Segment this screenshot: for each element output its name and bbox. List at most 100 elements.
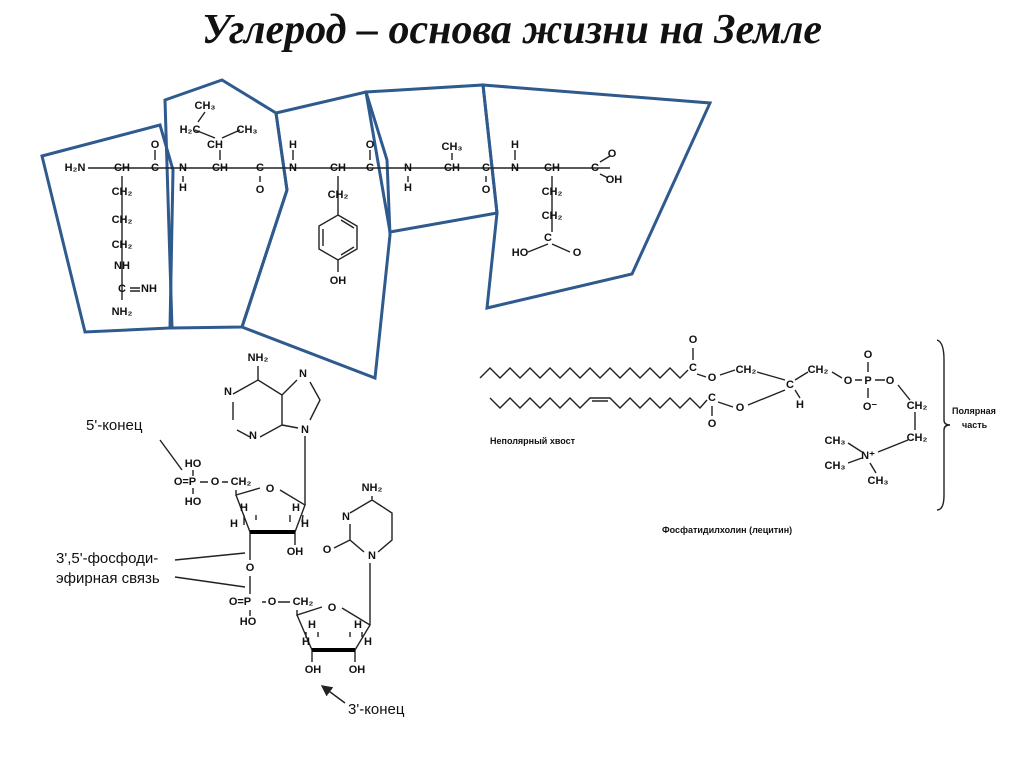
atom-label: O (268, 596, 277, 608)
atom-label: C (689, 362, 697, 374)
atom-label: H (302, 636, 310, 648)
peptide-frames (40, 78, 713, 381)
three-prime-end-label: 3'-конец (348, 701, 405, 718)
atom-label: C (708, 392, 716, 404)
atom-label: O (328, 602, 337, 614)
atom-label: O (573, 247, 582, 259)
atom-label: O (482, 184, 491, 196)
atom-label: CH₂ (328, 189, 349, 201)
atom-label: O (608, 148, 617, 160)
atom-label: H (179, 182, 187, 194)
atom-label: HO (185, 496, 202, 508)
atom-label: C (151, 162, 159, 174)
atom-label: CH₂ (112, 214, 133, 226)
atom-label: N (299, 368, 307, 380)
atom-label: CH (444, 162, 460, 174)
atom-label: CH₃ (868, 475, 889, 487)
atom-label: CH (544, 162, 560, 174)
atom-label: O (211, 476, 220, 488)
atom-label: H (230, 518, 238, 530)
polar-part-label-1: Полярная (952, 406, 996, 416)
lecithin-name-label: Фосфатидилхолин (лецитин) (662, 525, 792, 535)
atom-label: H₂N (65, 162, 86, 174)
atom-label: O (844, 375, 853, 387)
phosphodiester-label-1: 3',5'-фосфоди- (56, 550, 158, 567)
atom-label: N (249, 430, 257, 442)
atom-label: H (289, 139, 297, 151)
atom-label: N (511, 162, 519, 174)
atom-label: O (886, 375, 895, 387)
atom-label: N (404, 162, 412, 174)
atom-label: CH₃ (195, 100, 216, 112)
atom-label: C (366, 162, 374, 174)
residue-frame-arg (40, 123, 175, 334)
atom-label: CH₂ (293, 596, 314, 608)
atom-label: NH₂ (248, 352, 269, 364)
atom-label: CH₂ (542, 186, 563, 198)
atom-label: OH (349, 664, 366, 676)
atom-label: CH₂ (736, 364, 757, 376)
atom-label: HO (185, 458, 202, 470)
atom-label: O (256, 184, 265, 196)
residue-frame-glu (481, 83, 713, 310)
atom-label: H (308, 619, 316, 631)
atom-label: O (708, 418, 717, 430)
atom-label: CH₂ (112, 239, 133, 251)
atom-label: O (366, 139, 375, 151)
atom-label: HO (240, 616, 257, 628)
nucleotide-bonds (159, 366, 393, 704)
atom-label: N (301, 424, 309, 436)
atom-label: CH₂ (808, 364, 829, 376)
atom-label: O⁻ (863, 401, 878, 413)
atom-label: HO (512, 247, 529, 259)
atom-label: CH₂ (907, 432, 928, 444)
atom-label: C (591, 162, 599, 174)
atom-label: NH₂ (112, 306, 133, 318)
atom-label: H (240, 502, 248, 514)
atom-label: CH₃ (825, 460, 846, 472)
atom-label: CH₂ (231, 476, 252, 488)
atom-label: H₂C (180, 124, 201, 136)
atom-label: CH₂ (112, 186, 133, 198)
atom-label: H (796, 399, 804, 411)
atom-label: NH (141, 283, 157, 295)
atom-label: O=P (229, 596, 251, 608)
atom-label: CH₃ (825, 435, 846, 447)
atom-label: N⁺ (861, 450, 875, 462)
five-prime-end-label: 5'-конец (86, 417, 143, 434)
atom-label: O (736, 402, 745, 414)
atom-label: C (482, 162, 490, 174)
atom-label: CH₂ (907, 400, 928, 412)
atom-label: C (786, 379, 794, 391)
phosphodiester-label-2: эфирная связь (56, 570, 160, 587)
peptide-bonds (88, 111, 611, 300)
atom-label: N (224, 386, 232, 398)
residue-frame-tyr (240, 90, 392, 381)
atom-label: C (118, 283, 126, 295)
atom-label: OH (305, 664, 322, 676)
atom-label: H (364, 636, 372, 648)
atom-label: O (151, 139, 160, 151)
atom-label: N (289, 162, 297, 174)
atom-label: OH (287, 546, 304, 558)
atom-label: CH₂ (542, 210, 563, 222)
atom-label: N (342, 511, 350, 523)
atom-label: O (864, 349, 873, 361)
atom-label: O (323, 544, 332, 556)
atom-label: O=P (174, 476, 196, 488)
atom-label: OH (606, 174, 623, 186)
atom-label: H (404, 182, 412, 194)
lipid-bonds (479, 339, 951, 511)
atom-label: O (689, 334, 698, 346)
nonpolar-tail-label: Неполярный хвост (490, 436, 576, 446)
atom-label: O (266, 483, 275, 495)
atom-label: P (864, 375, 871, 387)
polar-part-label-2: часть (962, 420, 988, 430)
atom-label: NH₂ (362, 482, 383, 494)
atom-label: NH (114, 260, 130, 272)
atom-label: CH (207, 139, 223, 151)
